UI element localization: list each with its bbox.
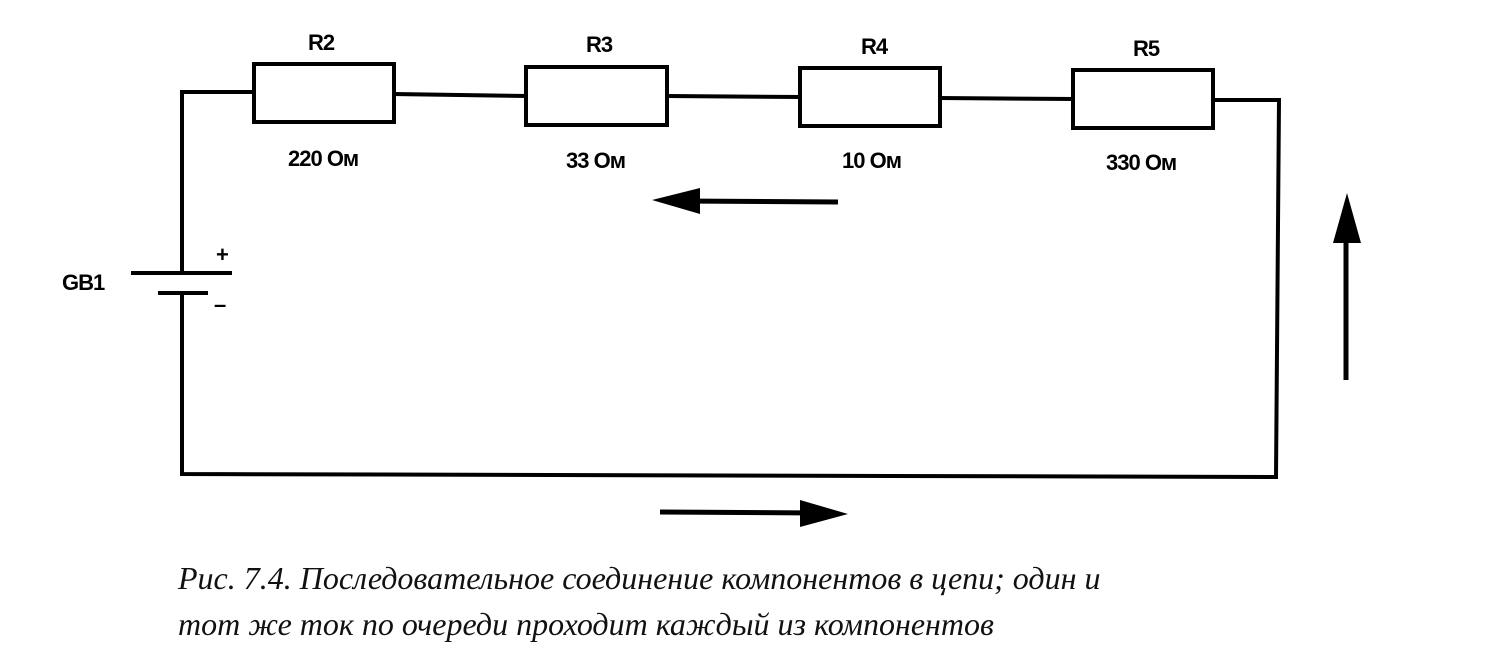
figure-caption: Рис. 7.4. Последовательное соединение ко… — [178, 555, 1378, 647]
current-arrow-bottom-right — [659, 500, 848, 527]
current-arrow-right-up — [1333, 193, 1361, 380]
resistor-r5: R5 330 Ом — [1071, 36, 1215, 175]
resistor-r3: R3 33 Ом — [524, 32, 669, 173]
resistor-r2-value: 220 Ом — [288, 146, 358, 171]
wire-right-bottom — [180, 98, 1282, 480]
caption-line-1: Рис. 7.4. Последовательное соединение ко… — [178, 560, 1101, 596]
battery-plus-sign: + — [216, 242, 229, 267]
resistor-r5-ref: R5 — [1133, 36, 1160, 61]
current-arrow-top-left — [652, 188, 839, 214]
resistor-r4-body — [798, 66, 942, 128]
resistor-r2-ref: R2 — [308, 30, 335, 55]
wire-left-top — [180, 90, 256, 272]
resistor-r4-ref: R4 — [861, 34, 889, 59]
arrow-right-head — [1333, 193, 1361, 243]
circuit-wires — [180, 90, 1282, 480]
wire-r4-r5 — [937, 95, 1076, 102]
resistor-r2-body — [252, 62, 396, 124]
resistor-r3-body — [524, 65, 669, 127]
battery-gb1: GB1 + – — [62, 242, 232, 317]
battery-minus-sign: – — [214, 292, 226, 317]
arrow-top-shaft — [679, 198, 839, 205]
battery-ref: GB1 — [62, 270, 105, 295]
resistor-r3-ref: R3 — [586, 32, 613, 57]
wire-r2-r3 — [391, 91, 529, 99]
arrow-top-head — [652, 188, 700, 214]
caption-line-2: тот же ток по очереди проходит каждый из… — [178, 606, 994, 642]
resistor-r3-value: 33 Ом — [566, 148, 625, 173]
resistor-r5-body — [1071, 68, 1215, 130]
resistor-r4-value: 10 Ом — [842, 148, 901, 173]
arrow-bottom-head — [800, 500, 848, 527]
resistor-r5-value: 330 Ом — [1106, 150, 1176, 175]
resistor-r2: R2 220 Ом — [252, 30, 396, 171]
arrow-bottom-shaft — [659, 509, 821, 516]
resistor-r4: R4 10 Ом — [798, 34, 942, 173]
wire-r3-r4 — [664, 93, 803, 100]
